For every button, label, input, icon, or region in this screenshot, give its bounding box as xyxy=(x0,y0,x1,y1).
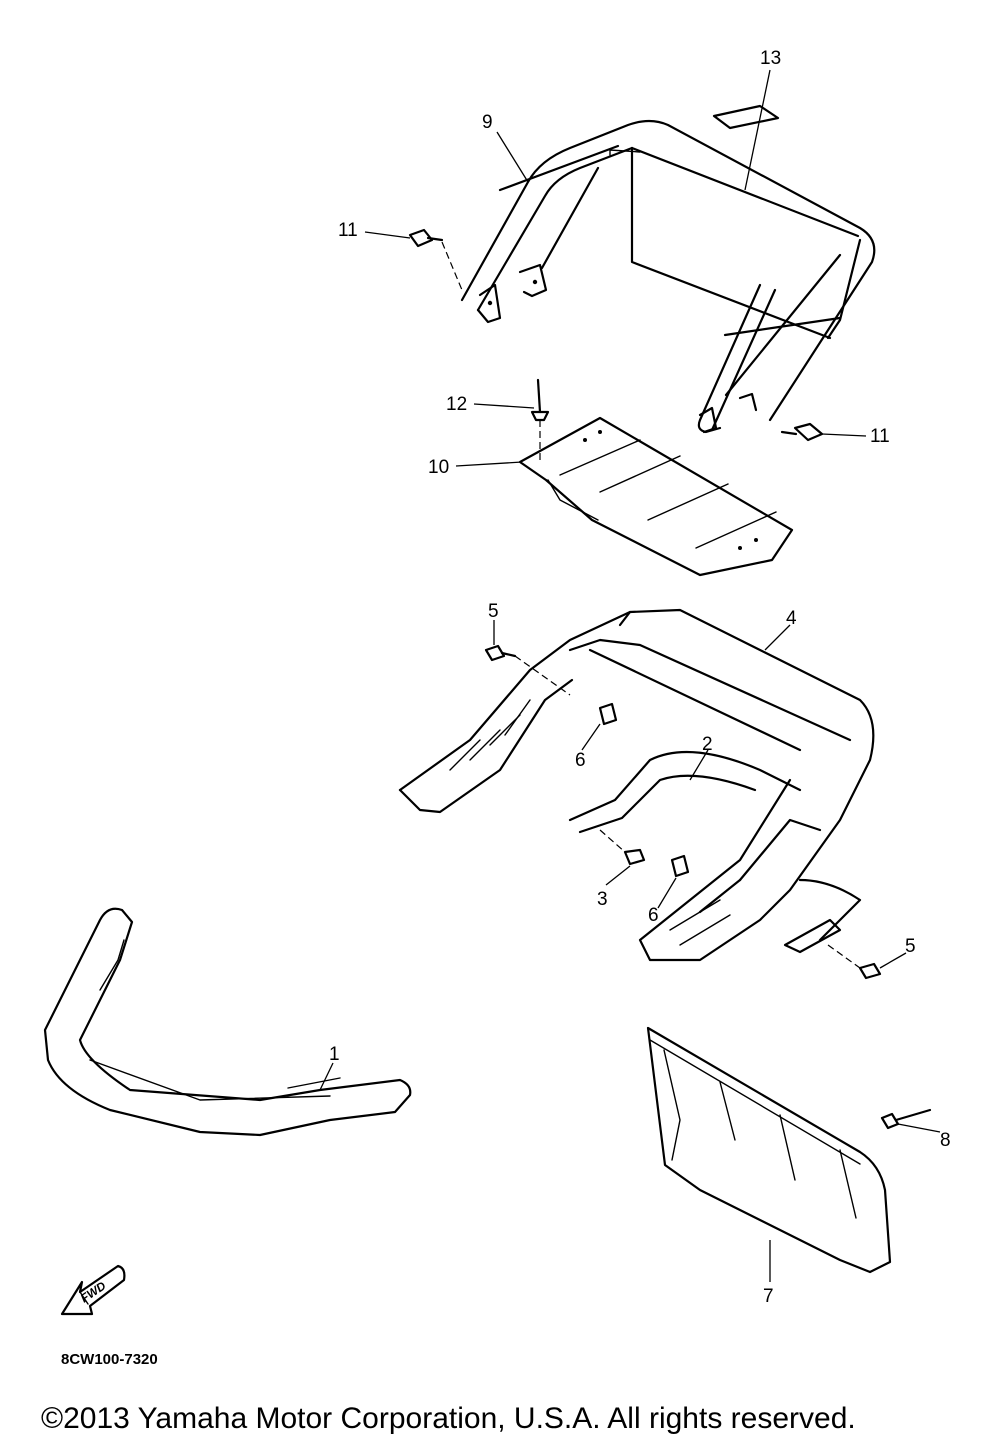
leader-lines xyxy=(319,69,941,1282)
part-rivet-12 xyxy=(530,378,550,460)
part-rear-fender xyxy=(398,608,875,962)
part-mud-flap xyxy=(646,1026,892,1274)
callout-9: 9 xyxy=(482,112,493,133)
callout-4: 4 xyxy=(786,608,797,629)
callout-7: 7 xyxy=(763,1286,774,1307)
part-bolt-left xyxy=(408,228,463,291)
fwd-arrow-icon: FWD xyxy=(60,1264,126,1316)
callout-12: 12 xyxy=(446,394,467,415)
part-front-bumper xyxy=(43,907,412,1137)
part-nut-6a xyxy=(598,702,618,726)
callout-3: 3 xyxy=(597,889,608,910)
part-label xyxy=(712,104,780,130)
callout-labels: 13 9 11 11 12 10 5 4 2 6 3 6 5 1 8 7 xyxy=(329,48,951,1307)
callout-5-bottom: 5 xyxy=(905,936,916,957)
copyright-notice: ©2013 Yamaha Motor Corporation, U.S.A. A… xyxy=(41,1402,856,1435)
callout-2: 2 xyxy=(702,734,713,755)
callout-13: 13 xyxy=(760,48,781,69)
part-bolt-5a xyxy=(484,644,571,696)
callout-1: 1 xyxy=(329,1044,340,1065)
callout-11-left: 11 xyxy=(338,220,358,241)
callout-11-right: 11 xyxy=(870,426,890,447)
part-bolt-3 xyxy=(599,829,646,866)
callout-8: 8 xyxy=(940,1130,951,1151)
part-bolt-5b xyxy=(827,944,882,980)
part-rear-rack xyxy=(460,119,876,434)
callout-5-top: 5 xyxy=(488,601,499,622)
callout-10: 10 xyxy=(428,457,449,478)
part-rack-plate xyxy=(518,416,794,577)
part-nut-6b xyxy=(670,854,690,878)
callout-6-bottom: 6 xyxy=(648,905,659,926)
callout-6-top: 6 xyxy=(575,750,586,771)
part-bolt-right xyxy=(780,422,824,442)
diagram-code: 8CW100-7320 xyxy=(61,1351,158,1368)
